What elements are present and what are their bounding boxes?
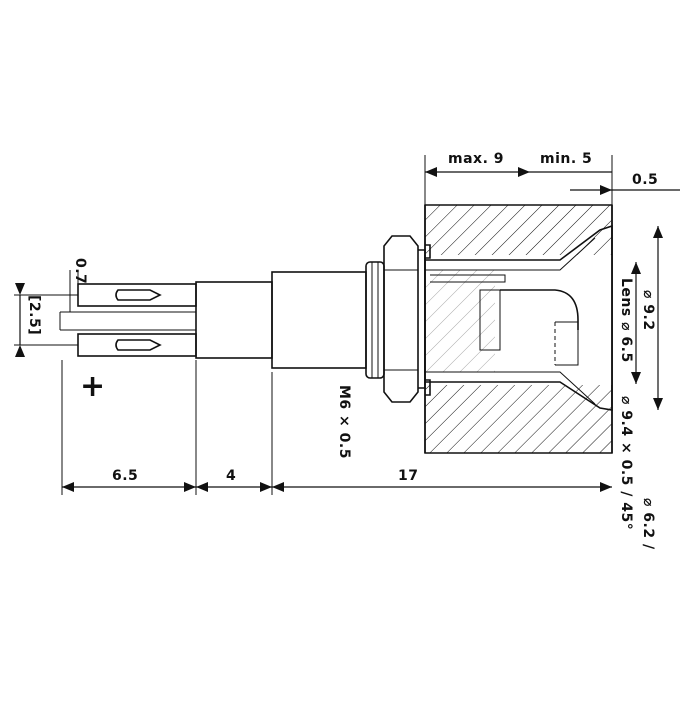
hex-nut [383,235,426,403]
top-dimension [424,155,680,205]
label-dia-6-2: ⌀ 6.2 / [640,498,656,550]
label-17: 17 [398,468,418,484]
washer [365,261,385,379]
label-lens-6-5: Lens ⌀ 6.5 [618,278,634,363]
label-min-5: min. 5 [540,151,592,167]
label-max-9: max. 9 [448,151,504,167]
label-dia-9-4: ⌀ 9.4 × 0.5 / 45° [618,396,634,530]
bezel-flange [425,244,431,396]
polarity-plus: + [80,369,105,404]
right-dimensions [631,226,663,410]
label-6-5: 6.5 [112,468,138,484]
bottom-dimension [61,360,612,495]
lens-body-section [425,224,613,411]
label-2-5: [2.5] [26,295,42,335]
label-thread: M6 × 0.5 [336,385,352,459]
threaded-body [195,271,367,369]
left-dimension [14,270,79,357]
label-4: 4 [226,468,236,484]
label-dia-9-2: ⌀ 9.2 [640,290,656,331]
terminal-pins [59,283,197,357]
label-0-5: 0.5 [632,172,658,188]
label-0-7: 0.7 [72,258,88,284]
